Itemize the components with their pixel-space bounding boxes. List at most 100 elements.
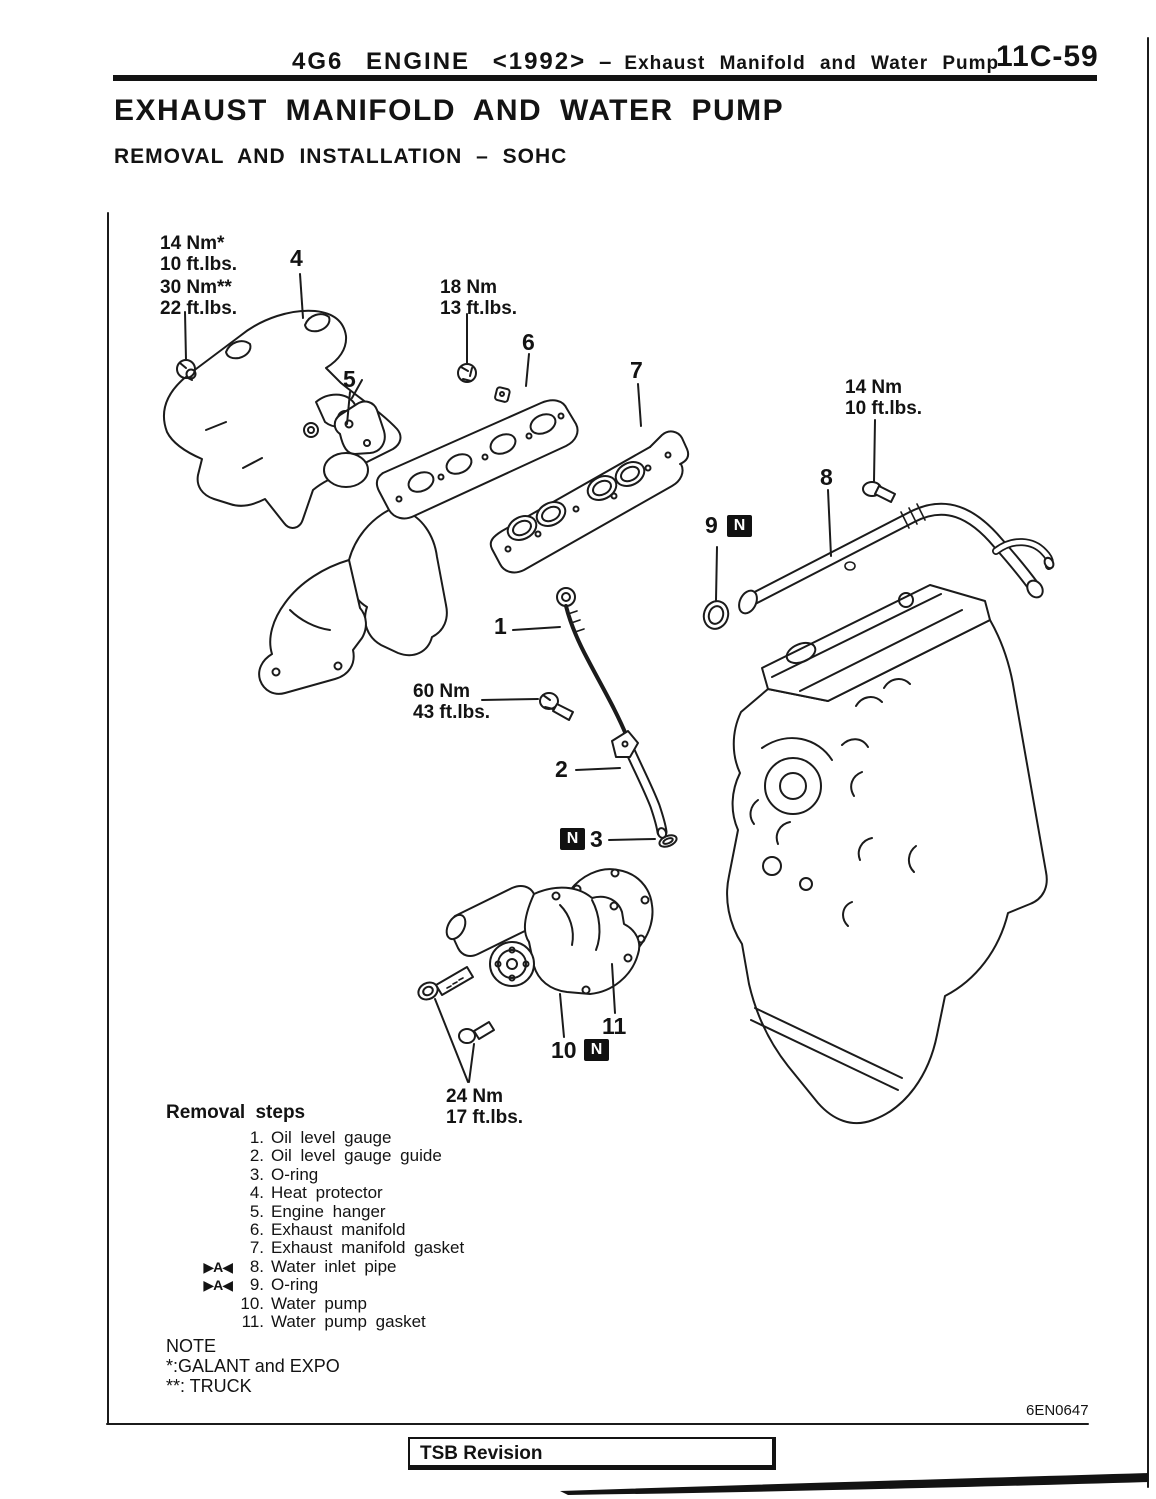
torque-label-60nm: 60 Nm 43 ft.lbs.: [413, 681, 491, 723]
figure-code: 6EN0647: [1026, 1402, 1089, 1419]
pump-bolt-short: [458, 1021, 495, 1044]
o-ring-3: [658, 834, 678, 848]
step-label: Oil level gauge guide: [271, 1146, 442, 1166]
list-item: 5. Engine hanger: [186, 1201, 464, 1221]
service-point-marker: [186, 1203, 236, 1221]
service-point-marker: [186, 1129, 236, 1147]
service-point-marker: [186, 1295, 236, 1313]
list-item: 7. Exhaust manifold gasket: [186, 1238, 465, 1258]
pump-mount-boss: [764, 757, 822, 815]
callout-6: 6: [522, 329, 535, 355]
callout-5: 5: [343, 366, 356, 392]
header-rule: [113, 75, 1097, 81]
engine-block: [726, 584, 1048, 1125]
water-pump-part: [445, 885, 641, 995]
page-title: EXHAUST MANIFOLD AND WATER PUMP: [114, 94, 785, 127]
callout-4: 4: [290, 245, 303, 271]
header-section: 4G6 ENGINE <1992>: [292, 48, 587, 75]
list-item: 1.Oil level gauge: [186, 1128, 464, 1147]
page-frame: [106, 37, 1149, 1495]
step-number: 11.: [241, 1312, 264, 1332]
callout-10: 10: [551, 1037, 577, 1063]
step-label: Water inlet pipe: [271, 1256, 397, 1276]
list-item: 10. Water pump: [186, 1293, 464, 1313]
torque-label-14nm-star: 14 Nm* 10 ft.lbs.: [160, 233, 238, 275]
list-item: 4. Heat protector: [186, 1183, 464, 1203]
bolt-60nm: [539, 692, 574, 721]
service-point-marker: [186, 1221, 236, 1239]
callout-8: 8: [820, 464, 833, 490]
note-block: NOTE *:GALANT and EXPO **: TRUCK: [166, 1336, 340, 1396]
oil-level-gauge-guide-part: [611, 730, 668, 839]
o-ring-9: [702, 600, 730, 630]
step-label: Engine hanger: [271, 1201, 386, 1221]
list-item: 6. Exhaust manifold: [186, 1220, 464, 1240]
callout-1: 1: [494, 613, 507, 639]
callout-9: 9: [705, 512, 718, 538]
torque-label-14nm: 14 Nm 10 ft.lbs.: [845, 377, 923, 419]
note-heading: NOTE: [166, 1336, 217, 1356]
step-number: 4.: [249, 1183, 264, 1203]
n-box-3: N: [560, 828, 585, 850]
step-label: Water pump: [271, 1293, 367, 1313]
step-label: Exhaust manifold gasket: [271, 1238, 465, 1258]
torque-label-18nm: 18 Nm 13 ft.lbs.: [440, 277, 518, 319]
service-point-marker: [186, 1147, 236, 1165]
step-number: 6.: [249, 1220, 264, 1240]
note-line: *:GALANT and EXPO: [166, 1356, 340, 1376]
torque-label-30nm: 30 Nm** 22 ft.lbs.: [160, 277, 238, 319]
leader-lines: [184, 273, 876, 1083]
header-separator: –: [599, 49, 612, 74]
tsb-revision-label: TSB Revision: [420, 1443, 543, 1464]
step-label: O-ring: [271, 1275, 319, 1295]
list-item: 3. O-ring: [186, 1164, 464, 1184]
removal-steps-list: 1.Oil level gauge 2. Oil level gauge guid…: [186, 1128, 465, 1332]
service-point-marker: [186, 1239, 236, 1257]
step-label: O-ring: [271, 1164, 319, 1184]
valve-cover: [761, 584, 991, 702]
list-item: ▶A◀9.O-ring: [186, 1275, 464, 1295]
step-number: 1.: [249, 1128, 264, 1147]
service-point-marker: [186, 1313, 236, 1331]
small-square-nut: [494, 386, 511, 403]
small-nut: [303, 422, 319, 438]
running-header: 4G6 ENGINE <1992> – Exhaust Manifold and…: [292, 48, 999, 76]
note-line: **: TRUCK: [166, 1376, 252, 1396]
scan-artifact: [560, 1473, 1148, 1495]
exhaust-manifold-part: [258, 399, 579, 695]
list-item: 2. Oil level gauge guide: [186, 1146, 464, 1166]
service-point-marker: [186, 1184, 236, 1202]
page-subtitle: REMOVAL AND INSTALLATION – SOHC: [114, 145, 568, 168]
bolt-14nm: [862, 481, 896, 503]
removal-steps-heading: Removal steps: [166, 1102, 306, 1123]
step-label: Exhaust manifold: [271, 1220, 406, 1240]
step-number: 7.: [249, 1238, 264, 1258]
torque-label-24nm: 24 Nm 17 ft.lbs.: [446, 1086, 524, 1128]
service-point-marker: [186, 1166, 236, 1184]
list-item: 11. Water pump gasket: [186, 1312, 464, 1332]
step-number: 5.: [249, 1201, 264, 1221]
list-item: ▶A◀8.Water inlet pipe: [186, 1256, 464, 1276]
water-inlet-pipe-part: [738, 502, 1055, 615]
header-subject: Exhaust Manifold and Water Pump: [624, 53, 1000, 74]
oil-level-gauge-part: [556, 587, 629, 739]
step-number: 10.: [240, 1293, 264, 1313]
tsb-revision-box: TSB Revision: [408, 1437, 776, 1470]
service-point-marker: ▶A◀: [203, 1258, 233, 1275]
exhaust-manifold-gasket-part: [489, 430, 690, 574]
service-point-marker: ▶A◀: [203, 1277, 233, 1294]
step-number: 3.: [249, 1164, 264, 1184]
pump-bolt-long: [417, 966, 474, 1001]
callout-7: 7: [630, 357, 643, 383]
callout-11: 11: [602, 1013, 627, 1039]
n-box-9: N: [727, 515, 752, 537]
bolt-18nm: [457, 363, 477, 383]
n-box-10: N: [584, 1039, 609, 1061]
step-label: Heat protector: [271, 1183, 383, 1203]
step-number: 2.: [249, 1146, 264, 1166]
callout-2: 2: [555, 756, 568, 782]
callout-3: 3: [590, 826, 603, 852]
step-label: Water pump gasket: [271, 1312, 426, 1332]
